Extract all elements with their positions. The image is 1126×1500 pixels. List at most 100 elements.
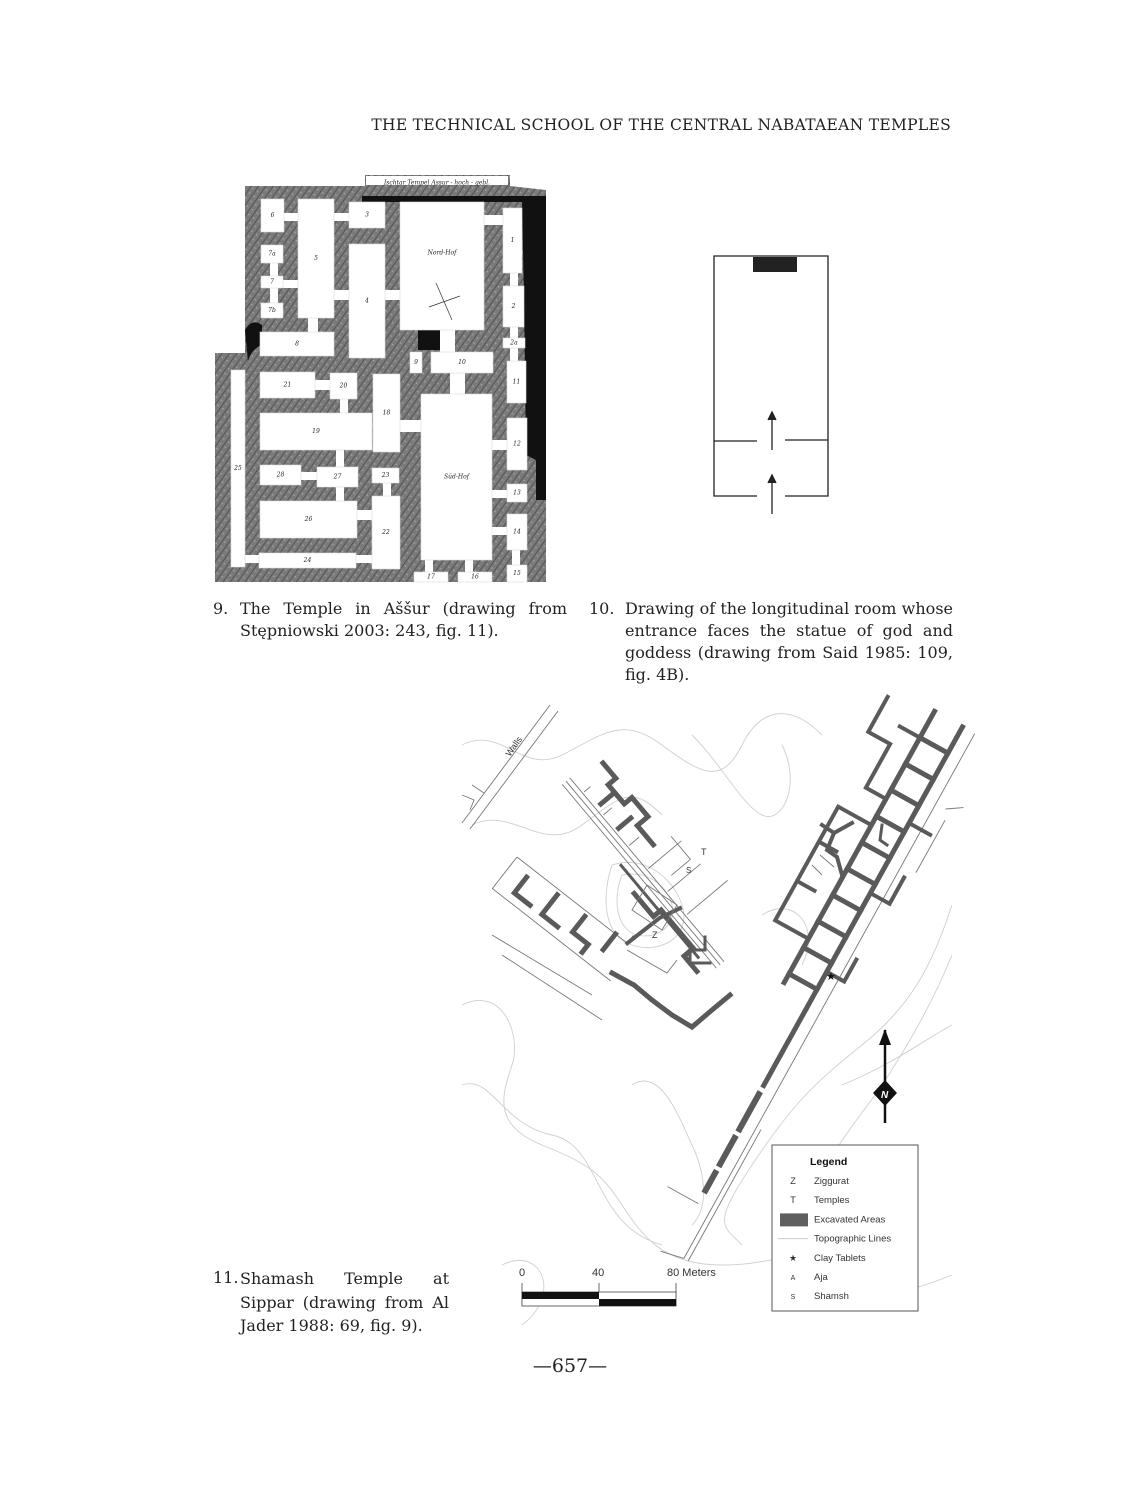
room-space <box>506 564 528 583</box>
arrow-icon <box>767 410 777 450</box>
room: 11 <box>506 360 527 404</box>
room-label: 7b <box>268 307 276 314</box>
doorway <box>492 490 507 498</box>
figure-11-map: Walls T S <box>461 694 976 1326</box>
legend-label: Temples <box>814 1195 850 1206</box>
legend-symbol: Z <box>790 1176 796 1186</box>
legend-symbol: ★ <box>789 1253 797 1263</box>
legend-label: Clay Tablets <box>814 1253 866 1264</box>
doorway <box>284 213 298 221</box>
room-label: Nord-Hof <box>427 250 458 257</box>
title-strip <box>366 176 508 185</box>
legend-item: ★ Clay Tablets <box>789 1253 866 1264</box>
doorway <box>492 527 507 535</box>
room-label: 13 <box>513 490 521 497</box>
doorway <box>512 550 520 565</box>
room-space <box>371 467 400 484</box>
room: Süd-Hof <box>420 393 493 561</box>
figure-number: 10. <box>589 599 615 618</box>
room-space <box>259 500 358 539</box>
room-label: 15 <box>513 570 521 577</box>
room: 20 <box>329 372 358 400</box>
room-label: 18 <box>383 410 391 417</box>
legend-label: Aja <box>814 1272 828 1283</box>
doorway <box>510 327 518 338</box>
room-label: 16 <box>471 574 479 581</box>
room-space <box>506 417 528 471</box>
room: 17 <box>413 571 449 583</box>
room-label: 6 <box>271 212 275 219</box>
doorway <box>385 290 400 300</box>
room-space <box>502 337 526 349</box>
caption-text: Drawing of the longitudinal room whose e… <box>625 599 953 684</box>
room-outline <box>713 255 829 497</box>
orientation-cross <box>428 282 461 321</box>
north-wall-dark <box>362 196 546 202</box>
room-label: 5 <box>314 255 318 262</box>
room: 6 <box>260 198 285 233</box>
room: Nord-Hof <box>399 201 485 331</box>
legend-label: Shamsh <box>814 1291 849 1302</box>
west-block <box>491 856 683 982</box>
room-space <box>502 285 525 328</box>
room-space <box>260 302 284 319</box>
room: 14 <box>506 513 528 551</box>
legend-item: Z Ziggurat <box>790 1176 849 1187</box>
room-space <box>230 369 246 568</box>
legend-symbol: T <box>790 1195 796 1205</box>
doorway <box>450 373 465 394</box>
room-label: 7a <box>268 251 276 258</box>
north-arrow-icon: N <box>873 1029 897 1123</box>
room-label: 20 <box>339 383 348 390</box>
room-space <box>420 393 493 561</box>
room-space <box>260 244 284 264</box>
clay-tablets-star-icon: ★ <box>826 971 836 983</box>
room-space <box>371 495 401 570</box>
room: 12 <box>506 417 528 471</box>
legend-item: Topographic Lines <box>778 1234 891 1245</box>
room: 3 <box>348 201 386 229</box>
doorway <box>440 330 455 352</box>
room-label: 7 <box>270 279 274 286</box>
room-label: 2 <box>511 303 516 310</box>
legend-symbol: A <box>791 1275 796 1282</box>
room-label: 17 <box>427 574 435 581</box>
room-space <box>297 198 335 319</box>
ziggurat-enclosure <box>491 884 734 1031</box>
figure-10-plan <box>713 255 829 514</box>
room-space <box>399 201 485 331</box>
caption-text: The Temple in Aššur (drawing from Stępni… <box>240 599 567 640</box>
doorway <box>465 560 473 572</box>
room: 27 <box>316 466 359 488</box>
main-complex <box>660 694 976 1262</box>
figure-number: 11. <box>213 1268 239 1287</box>
ruin-dark <box>245 322 262 362</box>
room-label: 3 <box>365 212 369 219</box>
running-head: THE TECHNICAL SCHOOL OF THE CENTRAL NABA… <box>371 116 951 134</box>
room-label: 19 <box>312 428 320 435</box>
doorway <box>510 348 518 361</box>
room-label: 22 <box>381 529 390 536</box>
room-space <box>430 351 494 374</box>
legend-label: Excavated Areas <box>814 1214 886 1225</box>
room-label: 4 <box>364 298 369 305</box>
temple-block <box>561 759 728 975</box>
room-space <box>258 552 357 569</box>
room: 4 <box>348 243 386 359</box>
doorway <box>308 318 318 332</box>
legend-item: Excavated Areas <box>780 1213 886 1227</box>
doorway <box>383 483 391 496</box>
legend-label: Ziggurat <box>814 1176 849 1187</box>
room: 7b <box>260 302 284 319</box>
excavated-swatch <box>780 1213 808 1227</box>
room-space <box>260 198 285 233</box>
room-label: 2a <box>509 340 518 347</box>
room-label: 23 <box>381 472 390 479</box>
shamsh-marker: S <box>686 866 691 875</box>
room: 8 <box>259 331 335 357</box>
temple-marker: T <box>701 847 707 857</box>
room: 22 <box>371 495 401 570</box>
